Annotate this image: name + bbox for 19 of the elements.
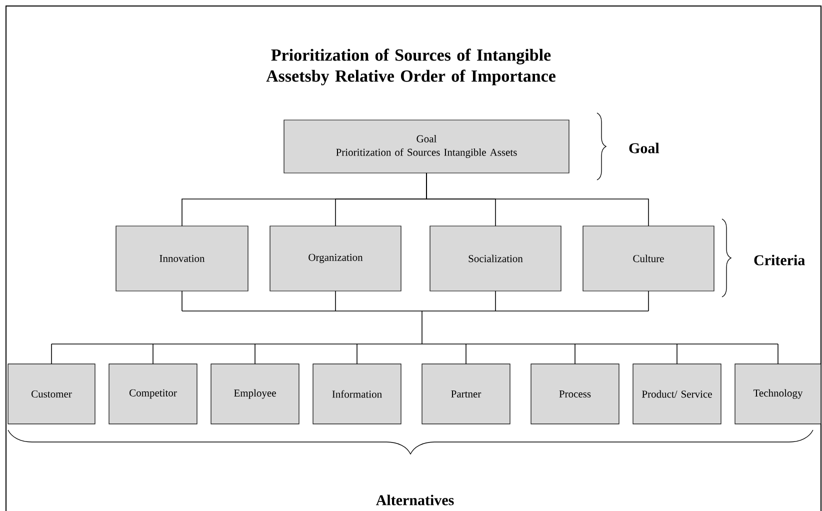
box: Culture [582,226,714,292]
box: Partner [422,364,510,424]
level-label: Alternatives [376,494,454,506]
level-label: Goal [629,142,660,154]
box: Technology [734,364,822,424]
connector-line [426,172,649,226]
connector-tree [51,290,778,364]
box: Organization [270,226,402,292]
box: Competitor [108,364,198,424]
box: Information [312,364,402,424]
level-label: Criteria [754,254,805,266]
box: Process [530,364,620,424]
box: Innovation [116,226,248,292]
box: Employee [210,364,300,424]
box: Product/ Service [632,364,722,424]
title: Prioritization of Sources of Intangible Assetsby Relative Order of Importance [266,48,556,86]
box: Socialization [430,226,562,292]
box: Goal Prioritization of Sources Intangible Assets [284,120,570,174]
box: Customer [8,364,96,424]
